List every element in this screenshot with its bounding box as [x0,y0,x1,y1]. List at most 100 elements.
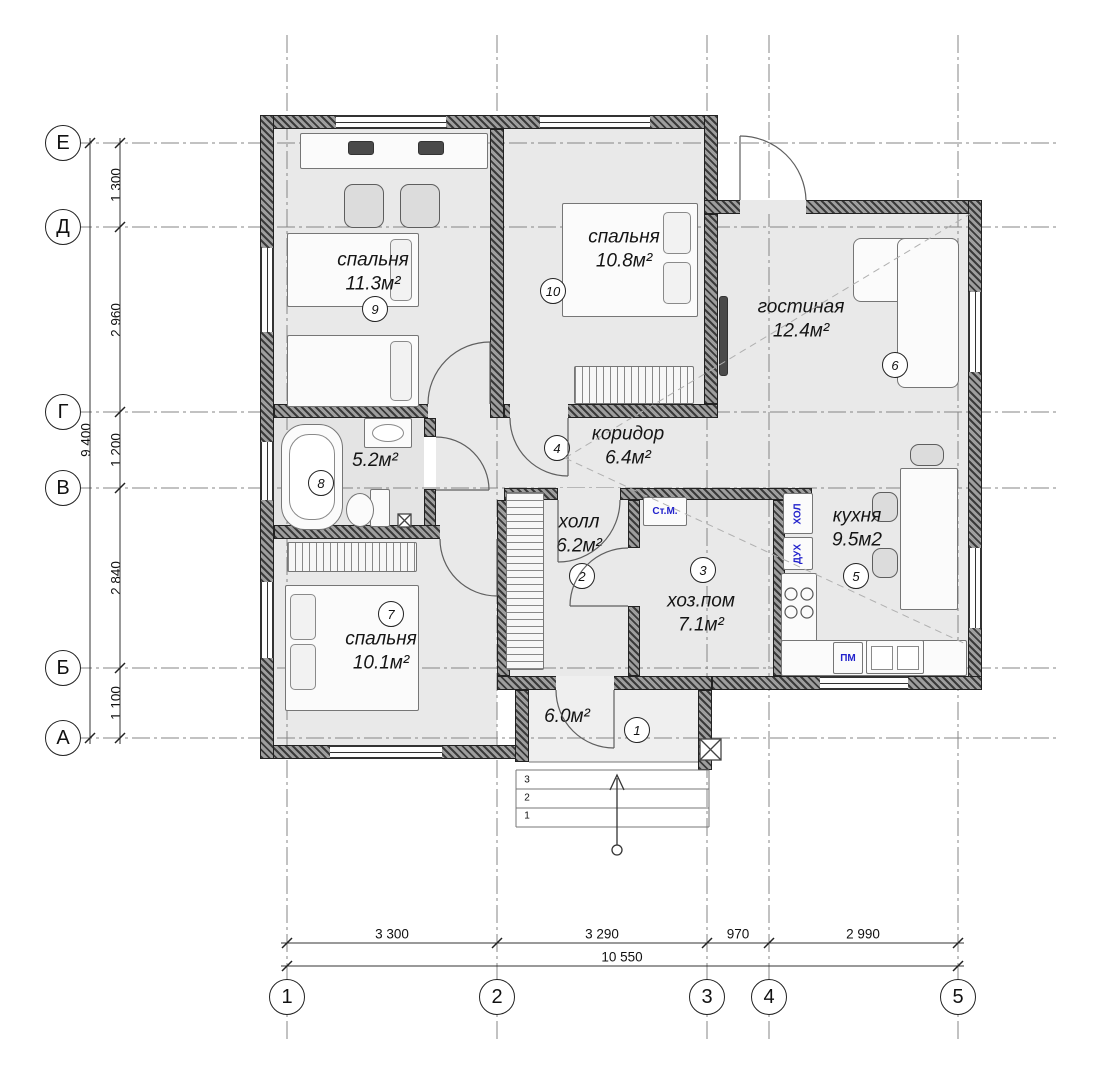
dim-bottom-segment: 2 990 [846,926,880,942]
chair [872,548,898,578]
room-area: 12.4м² [772,320,830,341]
stairs-direction-arrow [609,773,625,856]
dim-bottom-total: 10 550 [601,949,643,965]
single-bed [287,335,419,407]
door-opening [440,525,497,539]
entrance-door-opening [740,200,806,214]
room-number-3: 3 [690,557,716,583]
axis-row-E: Е [45,125,81,161]
wall [628,606,640,676]
office-chair [400,184,440,228]
room-number-7: 7 [378,601,404,627]
window [260,248,274,332]
window [330,745,442,759]
room-name: гостиная [757,296,845,318]
single-bed [287,233,419,307]
room-label-hall: холл 6.2м² [556,510,602,558]
room-number-8: 8 [308,470,334,496]
wall [424,418,436,437]
dim-left-segment: 1 300 [108,168,124,202]
door-opening [510,404,568,418]
corridor-living-opening-floor [704,418,718,488]
dim-bottom-segment: 970 [726,926,750,942]
wardrobe [574,366,694,404]
dishwasher: ПМ [833,642,863,674]
room-name: спальня [337,249,409,271]
chair [910,444,944,466]
dim-left-segment: 1 100 [108,686,124,720]
room-number-9: 9 [362,296,388,322]
washing-machine: Ст.М. [643,497,687,526]
washing-machine-label: Ст.М. [652,506,678,517]
wall [515,690,529,762]
washbasin [364,418,412,448]
room-area: 9.5м2 [831,529,883,550]
axis-col-2: 2 [479,979,515,1015]
door-opening [628,548,640,606]
fridge-label: ХОЛ [792,503,804,524]
room-name: коридор [591,423,665,445]
axis-row-D: Д [45,209,81,245]
axis-col-1: 1 [269,979,305,1015]
room-name: холл [558,511,600,533]
tv [719,296,728,376]
room-area: 5.2м² [352,450,398,472]
axis-col-3: 3 [689,979,725,1015]
room-label-bedroom7: спальня 10.1м² [345,627,417,675]
entrance-stairs [515,761,710,828]
fridge: ХОЛ [783,493,813,534]
door-opening [558,488,620,500]
hall-wardrobe [506,492,544,670]
axis-row-V: В [45,470,81,506]
room-name: кухня [832,505,882,527]
room-area: 10.1м² [352,652,410,673]
room-name: спальня [588,226,660,248]
wardrobe [287,542,417,572]
room-label-living: гостиная 12.4м² [758,295,845,343]
room-area: 10.8м² [595,250,653,271]
axis-col-5: 5 [940,979,976,1015]
window [540,115,650,129]
corridor-nook-floor [436,418,504,525]
axis-row-A: А [45,720,81,756]
axis-col-4: 4 [751,979,787,1015]
dim-bottom-segment: 3 290 [585,926,619,942]
room-label-bedroom9: спальня 11.3м² [337,248,409,296]
dim-left-segment: 2 840 [108,561,124,595]
room-number-1: 1 [624,717,650,743]
room-label-bathroom: 5.2м² [352,449,398,473]
desk-lamp [348,141,374,155]
dim-left-segment: 2 960 [108,303,124,337]
room-name: спальня [345,628,417,650]
office-chair [344,184,384,228]
room-area: 6.0м² [544,706,590,728]
room-label-utility: хоз.пом 7.1м² [667,589,735,637]
room-utility-floor [640,500,773,676]
toilet-bowl [346,493,374,527]
room-label-porch: 6.0м² [544,705,590,729]
oven: ДУХ [783,537,813,570]
wall [628,500,640,548]
axis-row-G: Г [45,394,81,430]
wall [704,214,718,404]
wall [260,115,274,759]
wall [698,690,712,770]
desk-lamp [418,141,444,155]
kitchen-sink [866,640,924,674]
window [260,582,274,658]
window [336,115,446,129]
dim-left-total: 9 400 [78,423,94,457]
room-name: хоз.пом [667,590,735,612]
dishwasher-label: ПМ [840,652,856,664]
room-area: 7.1м² [678,614,724,635]
axis-row-B: Б [45,650,81,686]
wall [490,129,504,418]
room-number-6: 6 [882,352,908,378]
room-number-5: 5 [843,563,869,589]
room-label-corridor: коридор 6.4м² [592,422,664,470]
dining-table [900,468,958,610]
room-area: 6.4м² [605,447,651,468]
room-area: 11.3м² [345,273,401,294]
room-number-2: 2 [569,563,595,589]
